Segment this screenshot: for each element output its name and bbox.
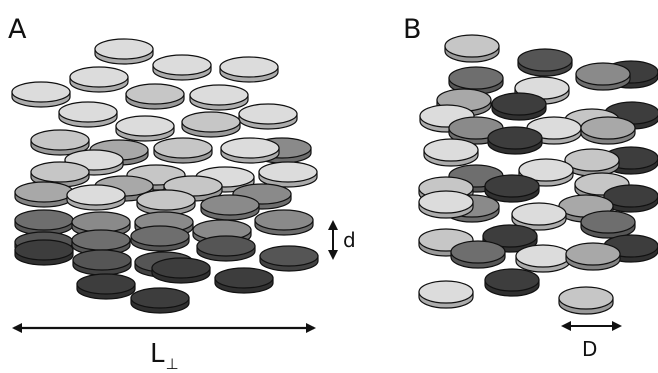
lateral-size-label: L⊥ <box>150 339 179 373</box>
panel-b: B D <box>403 14 658 361</box>
disc-b-16 <box>580 116 636 145</box>
panel-b-label: B <box>403 14 422 45</box>
disc-a-32 <box>254 209 314 236</box>
disc-a-11 <box>181 111 241 138</box>
disc-a-8 <box>58 101 118 128</box>
disc-b-26 <box>418 190 474 219</box>
disc-a-21 <box>258 161 318 188</box>
disc-b-1 <box>444 34 500 63</box>
disc-b-35 <box>565 242 621 271</box>
disc-b-15 <box>423 138 479 167</box>
disc-a-12 <box>30 129 90 156</box>
disc-a-16 <box>220 137 280 164</box>
disc-b-24 <box>603 184 658 213</box>
disc-a-15 <box>153 137 213 164</box>
disc-b-14 <box>487 126 543 155</box>
disc-a-38 <box>72 249 132 276</box>
layer-spacing-indicator: d <box>328 220 356 260</box>
disc-a-1 <box>94 38 154 65</box>
disc-b-32 <box>450 240 506 269</box>
disc-a-5 <box>11 81 71 108</box>
disc-b-38 <box>558 286 614 315</box>
layer-spacing-label: d <box>343 228 356 252</box>
disc-a-36 <box>130 225 190 252</box>
disc-b-33 <box>515 244 571 273</box>
disc-a-3 <box>219 56 279 83</box>
disc-a-29 <box>14 209 74 236</box>
disc-a-7 <box>189 84 249 111</box>
disc-a-20 <box>30 161 90 188</box>
lateral-size-indicator: L⊥ <box>12 323 316 373</box>
disc-b-36 <box>484 268 540 297</box>
panel-a-label: A <box>8 14 27 45</box>
disc-b-8 <box>491 92 547 121</box>
disc-a-10 <box>115 115 175 142</box>
disc-b-18 <box>564 148 620 177</box>
disc-b-28 <box>511 202 567 231</box>
disc-a-2 <box>152 54 212 81</box>
panel-a: A d L⊥ <box>8 14 356 373</box>
disc-a-40 <box>14 239 74 266</box>
disc-a-24 <box>14 181 74 208</box>
disc-a-6 <box>125 83 185 110</box>
panel-a-disc-stack <box>11 38 319 314</box>
disc-b-29 <box>580 210 636 239</box>
disc-a-44 <box>76 273 136 300</box>
disc-a-37 <box>196 235 256 262</box>
disc-b-37 <box>418 280 474 309</box>
disc-diameter-label: D <box>582 337 597 361</box>
disc-a-27 <box>136 189 196 216</box>
disc-a-9 <box>238 103 298 130</box>
disc-a-4 <box>69 66 129 93</box>
disc-a-39 <box>259 245 319 272</box>
disc-a-45 <box>130 287 190 314</box>
disc-a-42 <box>151 257 211 284</box>
disc-a-26 <box>66 184 126 211</box>
panel-b-disc-stack <box>418 34 658 315</box>
disc-b-21 <box>484 174 540 203</box>
disc-a-28 <box>200 194 260 221</box>
disc-b-2 <box>517 48 573 77</box>
disc-a-43 <box>214 267 274 294</box>
disc-b-4 <box>575 62 631 91</box>
disc-diameter-indicator: D <box>561 321 622 361</box>
